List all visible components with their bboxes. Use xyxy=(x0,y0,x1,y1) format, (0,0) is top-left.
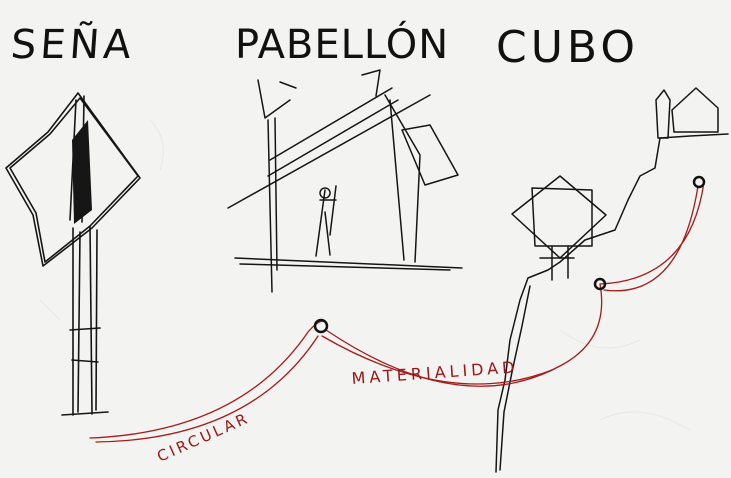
pavilion-person xyxy=(315,185,337,257)
node-pabellon xyxy=(313,318,329,334)
sign-shadow xyxy=(72,120,92,224)
cube xyxy=(531,187,593,247)
cubo-sketch xyxy=(495,87,729,473)
red-connections xyxy=(89,181,705,443)
paper-texture xyxy=(39,119,691,431)
sign-post xyxy=(72,225,98,416)
house-2 xyxy=(655,89,671,139)
pavilion-left-column xyxy=(267,117,278,293)
node-house xyxy=(692,175,706,189)
cliff-profile xyxy=(495,133,729,473)
title-pabellon: PABELLÓN xyxy=(235,20,449,68)
title-sena: SEÑA xyxy=(9,20,136,68)
title-cubo: CUBO xyxy=(496,22,639,73)
label-circular: CIRCULAR xyxy=(154,409,252,466)
pabellon-sketch xyxy=(227,69,463,293)
pavilion-right-wall xyxy=(384,94,421,263)
house-1 xyxy=(671,87,719,133)
cube-pedestal xyxy=(539,245,575,281)
sign-diamond xyxy=(5,92,141,267)
node-cubo xyxy=(593,277,607,291)
sena-sign-sketch xyxy=(5,92,141,416)
pavilion-ground xyxy=(234,257,463,271)
